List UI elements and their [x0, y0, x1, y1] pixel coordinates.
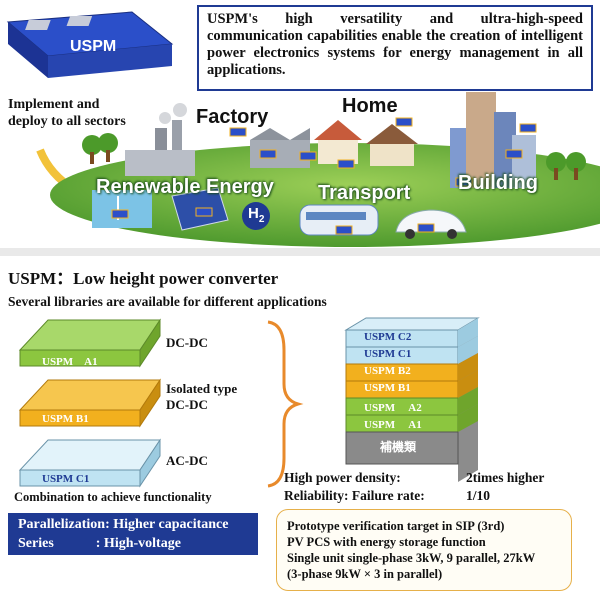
type-label-b1-line1: Isolated type — [166, 381, 238, 396]
section-title: USPM：Low height power converter — [8, 269, 279, 288]
deploy-text-line1: Implement and — [8, 97, 100, 112]
sector-home: Home — [342, 95, 398, 117]
deploy-text-line2: deploy to all sectors — [8, 114, 126, 129]
combination-text: Combination to achieve functionality — [14, 490, 212, 504]
prototype-target-box: Prototype verification target in SIP (3r… — [276, 509, 572, 591]
type-label-a1: DC-DC — [166, 335, 208, 350]
callout-text: USPM's high versatility and ultra-high-s… — [207, 11, 583, 78]
uspm-chip-icons — [111, 117, 537, 235]
uspm-module-label: USPM — [70, 38, 117, 55]
section-subtitle: Several libraries are available for diff… — [8, 294, 327, 309]
plate-label-c1: USPM C1 — [42, 473, 90, 485]
tree-icon — [82, 133, 586, 180]
stack-label-auxiliary: 補機類 — [380, 440, 417, 454]
type-label-b1-line2: DC-DC — [166, 397, 208, 412]
sector-transport: Transport — [318, 182, 411, 204]
deployment-illustration — [6, 11, 600, 247]
metric-value-reliability: 1/10 — [466, 488, 491, 503]
deployment-panel: USPM USPM's high versatility and ultra-h… — [0, 0, 600, 248]
sector-factory: Factory — [196, 106, 269, 128]
series-text: Series : High-voltage — [18, 536, 181, 551]
callout-box: USPM's high versatility and ultra-high-s… — [197, 5, 593, 91]
train-icon — [299, 204, 379, 236]
parallel-series-box: Parallelization: Higher capacitance Seri… — [8, 513, 258, 555]
stack-label-b2: USPM B2 — [364, 365, 411, 377]
stack-label-a2: USPM A2 — [364, 402, 422, 414]
library-plate-c1 — [18, 438, 161, 488]
target-line-1: Prototype verification target in SIP (3r… — [287, 519, 505, 533]
hydrogen-label: H2 — [248, 205, 265, 225]
metric-value-density: 2times higher — [466, 470, 545, 485]
building-icon — [450, 92, 536, 188]
brace-bracket — [267, 320, 304, 488]
hydrogen-icon — [242, 202, 270, 230]
home-icon — [314, 120, 418, 166]
metric-label-density: High power density: — [284, 470, 401, 485]
metric-label-reliability: Reliability: Failure rate: — [284, 488, 425, 503]
sector-renewable-energy: Renewable Energy — [96, 176, 274, 198]
section-divider — [0, 248, 600, 256]
stack-label-c2: USPM C2 — [364, 331, 412, 343]
uspm-module-icon — [6, 11, 174, 78]
plate-label-a1: USPM A1 — [42, 356, 98, 368]
target-line-3: Single unit single-phase 3kW, 9 parallel… — [287, 551, 536, 565]
sector-building: Building — [458, 172, 538, 194]
target-line-2: PV PCS with energy storage function — [287, 535, 486, 549]
library-plate-a1 — [18, 318, 161, 368]
stack-label-a1: USPM A1 — [364, 419, 422, 431]
library-plate-b1 — [18, 378, 161, 428]
car-icon — [395, 209, 467, 239]
library-plates — [18, 317, 480, 488]
type-label-c1: AC-DC — [166, 453, 208, 468]
plate-label-b1: USPM B1 — [42, 413, 89, 425]
module-stack — [344, 317, 480, 482]
stack-label-c1: USPM C1 — [364, 348, 412, 360]
target-line-4: (3-phase 9kW × 3 in parallel) — [287, 567, 443, 581]
parallel-text: Parallelization: Higher capacitance — [18, 517, 229, 532]
stack-label-b1: USPM B1 — [364, 382, 411, 394]
